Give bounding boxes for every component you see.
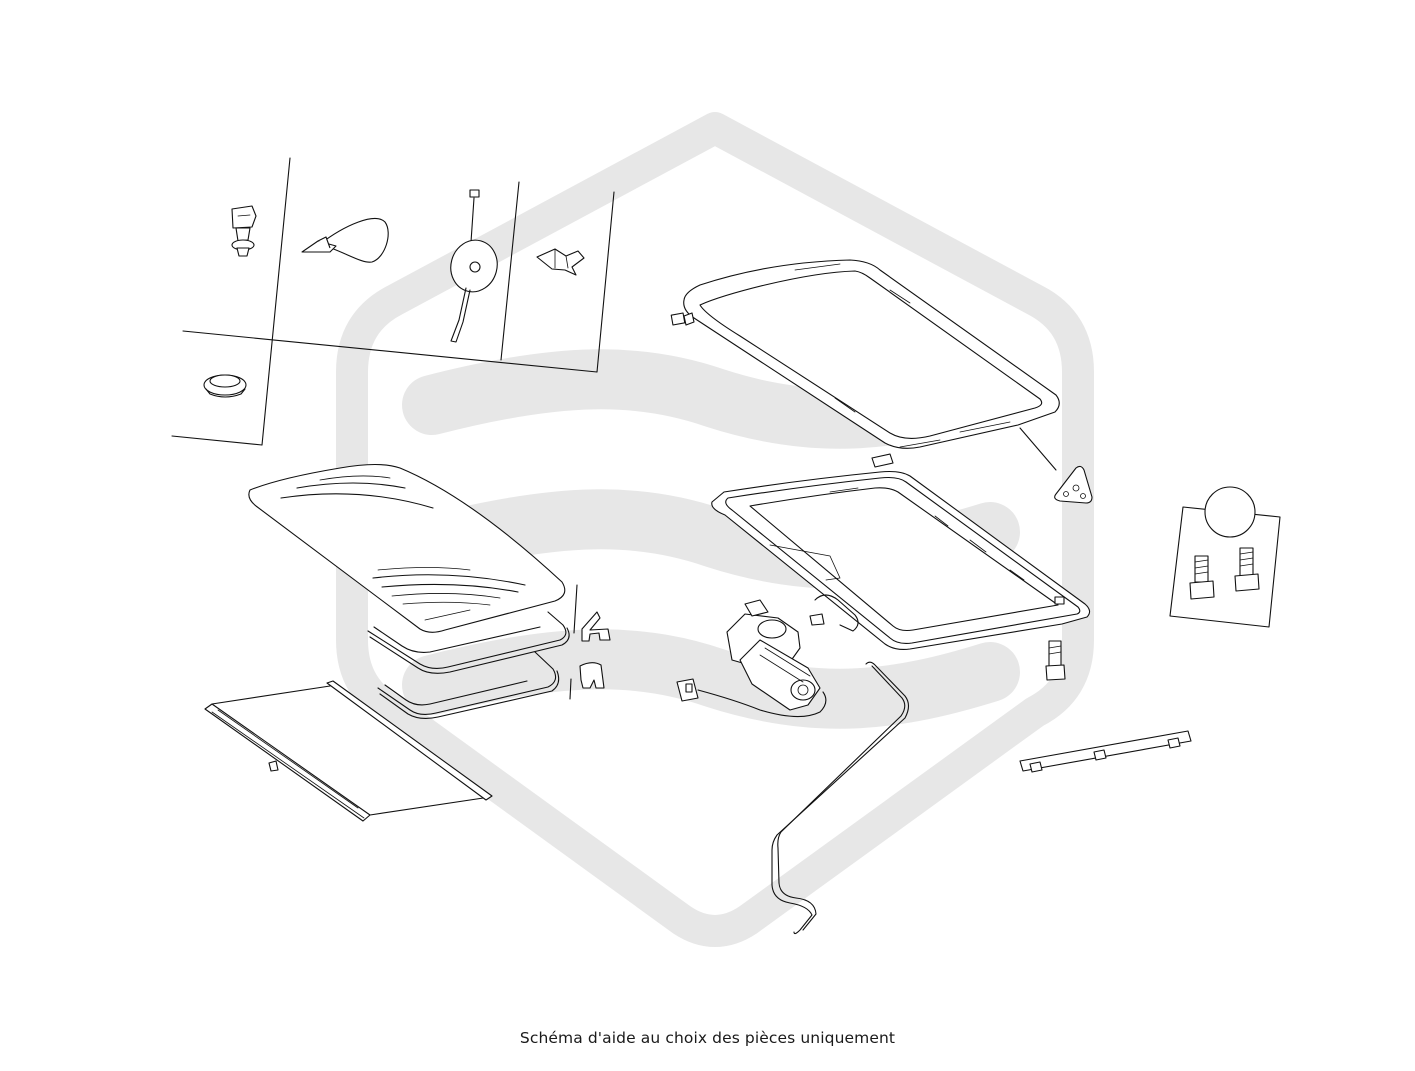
cable-tie-part xyxy=(301,218,389,263)
screw-kit-part xyxy=(1169,486,1281,628)
glass-panel-part xyxy=(248,463,566,633)
glass-seal-part xyxy=(367,611,570,674)
deflector-strip-part xyxy=(1019,730,1192,773)
sunshade-blind-part xyxy=(204,680,493,822)
sunroof-motor-part xyxy=(676,599,827,718)
push-clip-part xyxy=(231,205,257,257)
triangle-bracket-part xyxy=(1054,465,1093,504)
single-screw-part xyxy=(1045,640,1066,681)
seal-clip-parts xyxy=(569,584,611,700)
frame-seal-part xyxy=(377,651,560,720)
sunroof-frame-top-part xyxy=(670,259,1060,471)
bracket-clip-part xyxy=(536,248,585,276)
rubber-plug-part xyxy=(203,374,247,398)
drain-hose-part xyxy=(771,661,910,935)
diagram-caption: Schéma d'aide au choix des pièces unique… xyxy=(519,1029,896,1047)
sunroof-frame-lower-part xyxy=(711,470,1091,650)
small-parts-inset xyxy=(171,157,615,446)
grommet-disc-part xyxy=(450,189,498,343)
